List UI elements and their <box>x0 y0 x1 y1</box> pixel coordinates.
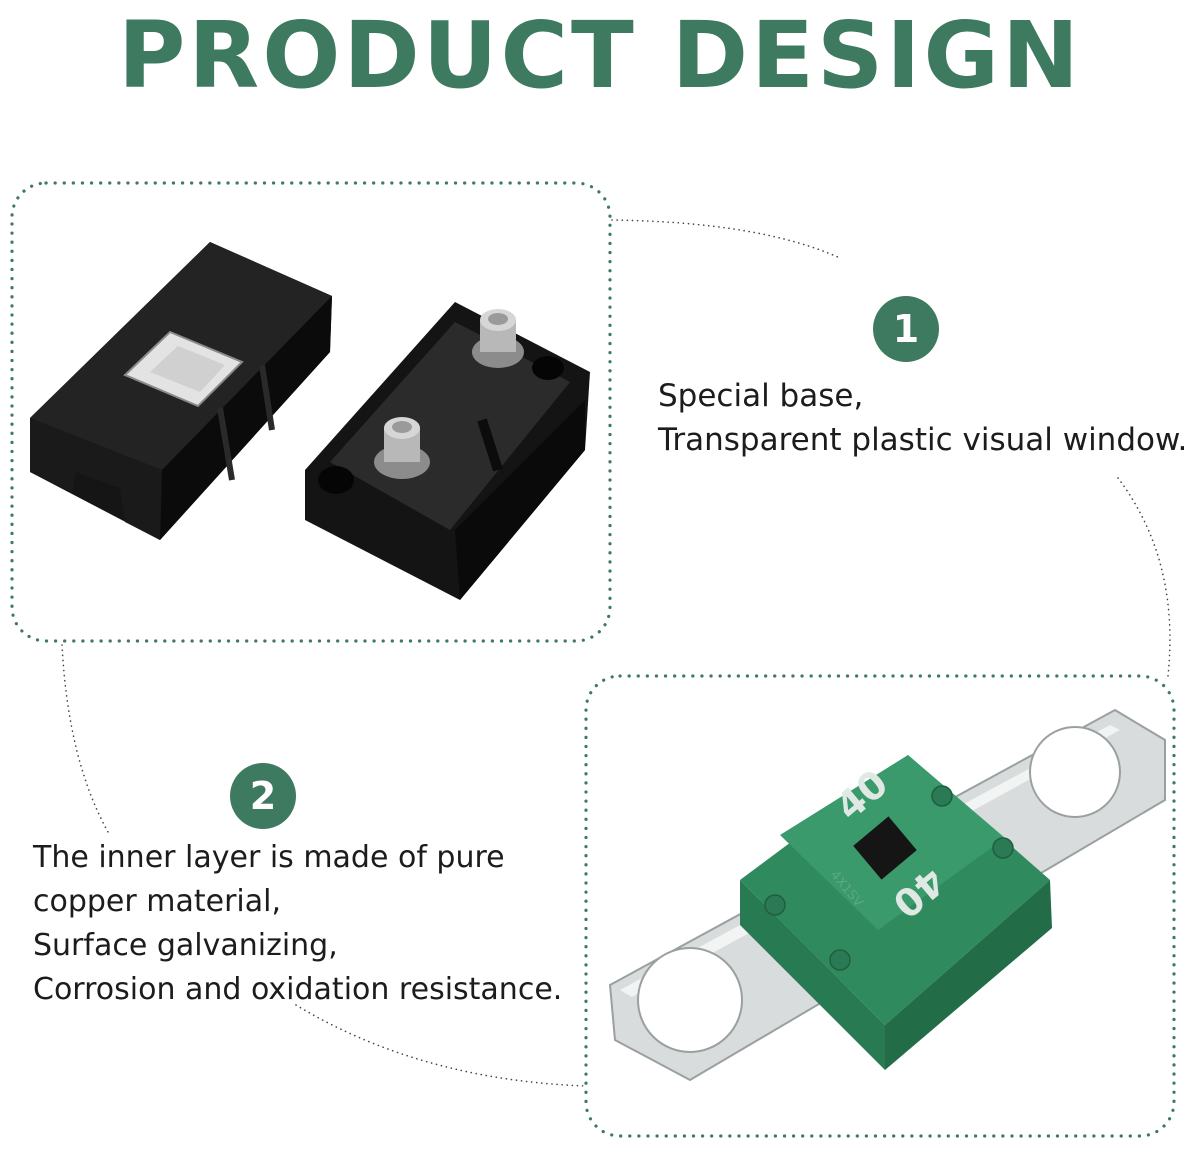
feature-badge-2: 2 <box>230 763 296 829</box>
connector-line-3 <box>61 644 109 833</box>
feature-1-line: Special base, <box>658 378 864 414</box>
feature-2-line: copper material, <box>33 884 282 919</box>
feature-1-line: Transparent plastic visual window. <box>658 422 1188 458</box>
feature-2-text: The inner layer is made of pure copper m… <box>33 836 562 1012</box>
connector-line-2 <box>1117 477 1171 677</box>
page-title: PRODUCT DESIGN <box>117 2 1083 109</box>
fuse-holder-cover <box>30 242 332 540</box>
feature-2-line: The inner layer is made of pure <box>33 840 505 875</box>
midi-fuse: 40 40 4X1SV <box>608 708 1166 1082</box>
feature-2-line: Corrosion and oxidation resistance. <box>33 972 563 1007</box>
feature-badge-1: 1 <box>873 296 939 362</box>
fuse-inspection-window <box>853 816 917 880</box>
connector-line-4 <box>295 1004 587 1087</box>
feature-1-text: Special base, Transparent plastic visual… <box>658 374 1187 462</box>
connector-line-1 <box>611 219 841 259</box>
holder-frame <box>10 181 612 643</box>
fuse-holder-base <box>305 302 590 600</box>
terminal-bolt-bottom <box>374 417 430 479</box>
terminal-bolt-top <box>472 309 524 368</box>
feature-2-line: Surface galvanizing, <box>33 928 338 963</box>
